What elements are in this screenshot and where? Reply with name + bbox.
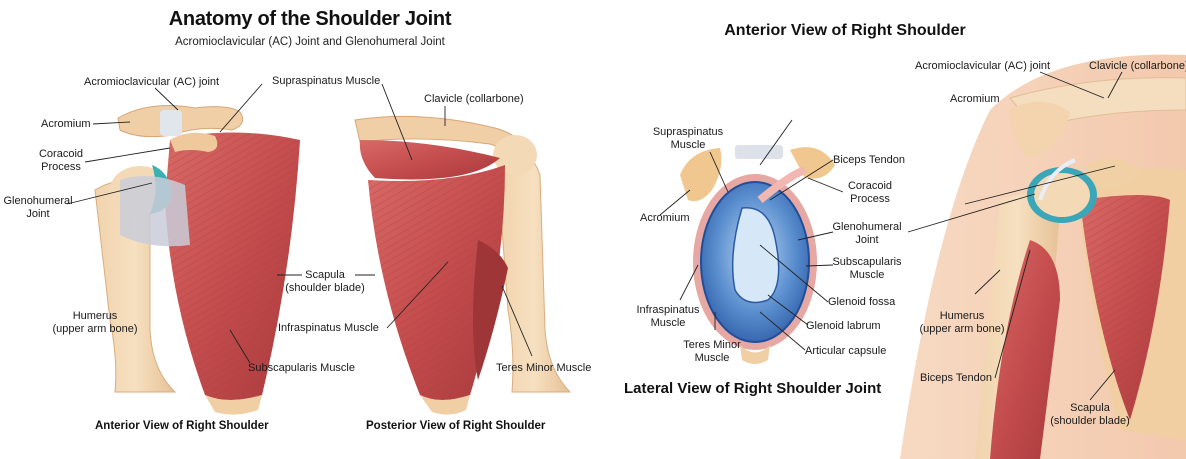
label-humerus: Humerus (upper arm bone) bbox=[40, 310, 150, 336]
figure-subtitle: Acromioclavicular (AC) Joint and Glenohu… bbox=[130, 36, 490, 48]
label-lat-subscapularis: Subscapularis Muscle bbox=[830, 256, 904, 282]
label-gleno-line2: Joint bbox=[0, 208, 76, 221]
label-lat-articular-capsule: Articular capsule bbox=[805, 345, 886, 358]
label-lat-gleno-line1: Glenohumeral bbox=[830, 221, 904, 234]
label-lat-subscap-line2: Muscle bbox=[830, 269, 904, 282]
label-lat-coracoid: Coracoid Process bbox=[840, 180, 900, 206]
label-scapula-line1: Scapula bbox=[280, 269, 370, 282]
label-supraspinatus: Supraspinatus Muscle bbox=[272, 75, 380, 88]
label-lat-glenoid-labrum: Glenoid labrum bbox=[806, 320, 881, 333]
label-lat-infra-line1: Infraspinatus bbox=[630, 304, 706, 317]
label-coracoid-process: Coracoid Process bbox=[38, 148, 84, 174]
label-ac-joint: Acromioclavicular (AC) joint bbox=[84, 76, 219, 89]
label-scapula: Scapula (shoulder blade) bbox=[280, 269, 370, 295]
label-lat-gleno-line2: Joint bbox=[830, 234, 904, 247]
label-teres-minor: Teres Minor Muscle bbox=[496, 362, 591, 375]
label-lat-glenohumeral: Glenohumeral Joint bbox=[830, 221, 904, 247]
label-cu-biceps: Biceps Tendon bbox=[920, 372, 992, 385]
label-cu-scapula-line1: Scapula bbox=[1040, 402, 1140, 415]
label-subscapularis: Subscapularis Muscle bbox=[248, 362, 355, 375]
label-humerus-line1: Humerus bbox=[40, 310, 150, 323]
label-lat-coracoid-line1: Coracoid bbox=[840, 180, 900, 193]
label-lat-biceps: Biceps Tendon bbox=[833, 154, 905, 167]
label-lat-supra-line2: Muscle bbox=[648, 139, 728, 152]
label-cu-clavicle: Clavicle (collarbone) bbox=[1089, 60, 1186, 73]
anterior-caption: Anterior View of Right Shoulder bbox=[95, 420, 269, 432]
label-cu-humerus: Humerus (upper arm bone) bbox=[912, 310, 1012, 336]
label-cu-scapula-line2: (shoulder blade) bbox=[1040, 415, 1140, 428]
posterior-caption: Posterior View of Right Shoulder bbox=[366, 420, 545, 432]
label-glenohumeral: Glenohumeral Joint bbox=[0, 195, 76, 221]
label-cu-humerus-line2: (upper arm bone) bbox=[912, 323, 1012, 336]
label-lat-supra-line1: Supraspinatus bbox=[648, 126, 728, 139]
label-lat-infraspinatus: Infraspinatus Muscle bbox=[630, 304, 706, 330]
label-lat-supraspinatus: Supraspinatus Muscle bbox=[648, 126, 728, 152]
label-cu-scapula: Scapula (shoulder blade) bbox=[1040, 402, 1140, 428]
label-lat-teres-line2: Muscle bbox=[672, 352, 752, 365]
label-lat-teres-line1: Teres Minor bbox=[672, 339, 752, 352]
label-lat-acromium: Acromium bbox=[640, 212, 690, 225]
label-gleno-line1: Glenohumeral bbox=[0, 195, 76, 208]
label-scapula-line2: (shoulder blade) bbox=[280, 282, 370, 295]
label-lat-coracoid-line2: Process bbox=[840, 193, 900, 206]
label-cu-ac-joint: Acromioclavicular (AC) joint bbox=[915, 60, 1050, 73]
label-cu-humerus-line1: Humerus bbox=[912, 310, 1012, 323]
label-coracoid-line1: Coracoid bbox=[38, 148, 84, 161]
label-coracoid-line2: Process bbox=[38, 161, 84, 174]
label-lat-teres-minor: Teres Minor Muscle bbox=[672, 339, 752, 365]
label-cu-acromium: Acromium bbox=[950, 93, 1000, 106]
label-lat-subscap-line1: Subscapularis bbox=[830, 256, 904, 269]
label-humerus-line2: (upper arm bone) bbox=[40, 323, 150, 336]
label-lat-infra-line2: Muscle bbox=[630, 317, 706, 330]
lateral-caption: Lateral View of Right Shoulder Joint bbox=[624, 380, 881, 397]
label-clavicle: Clavicle (collarbone) bbox=[424, 93, 524, 106]
label-lat-glenoid-fossa: Glenoid fossa bbox=[828, 296, 895, 309]
label-infraspinatus: Infraspinatus Muscle bbox=[278, 322, 379, 335]
right-panel-title: Anterior View of Right Shoulder bbox=[700, 22, 990, 40]
figure-title: Anatomy of the Shoulder Joint bbox=[130, 8, 490, 31]
label-acromium: Acromium bbox=[41, 118, 91, 131]
